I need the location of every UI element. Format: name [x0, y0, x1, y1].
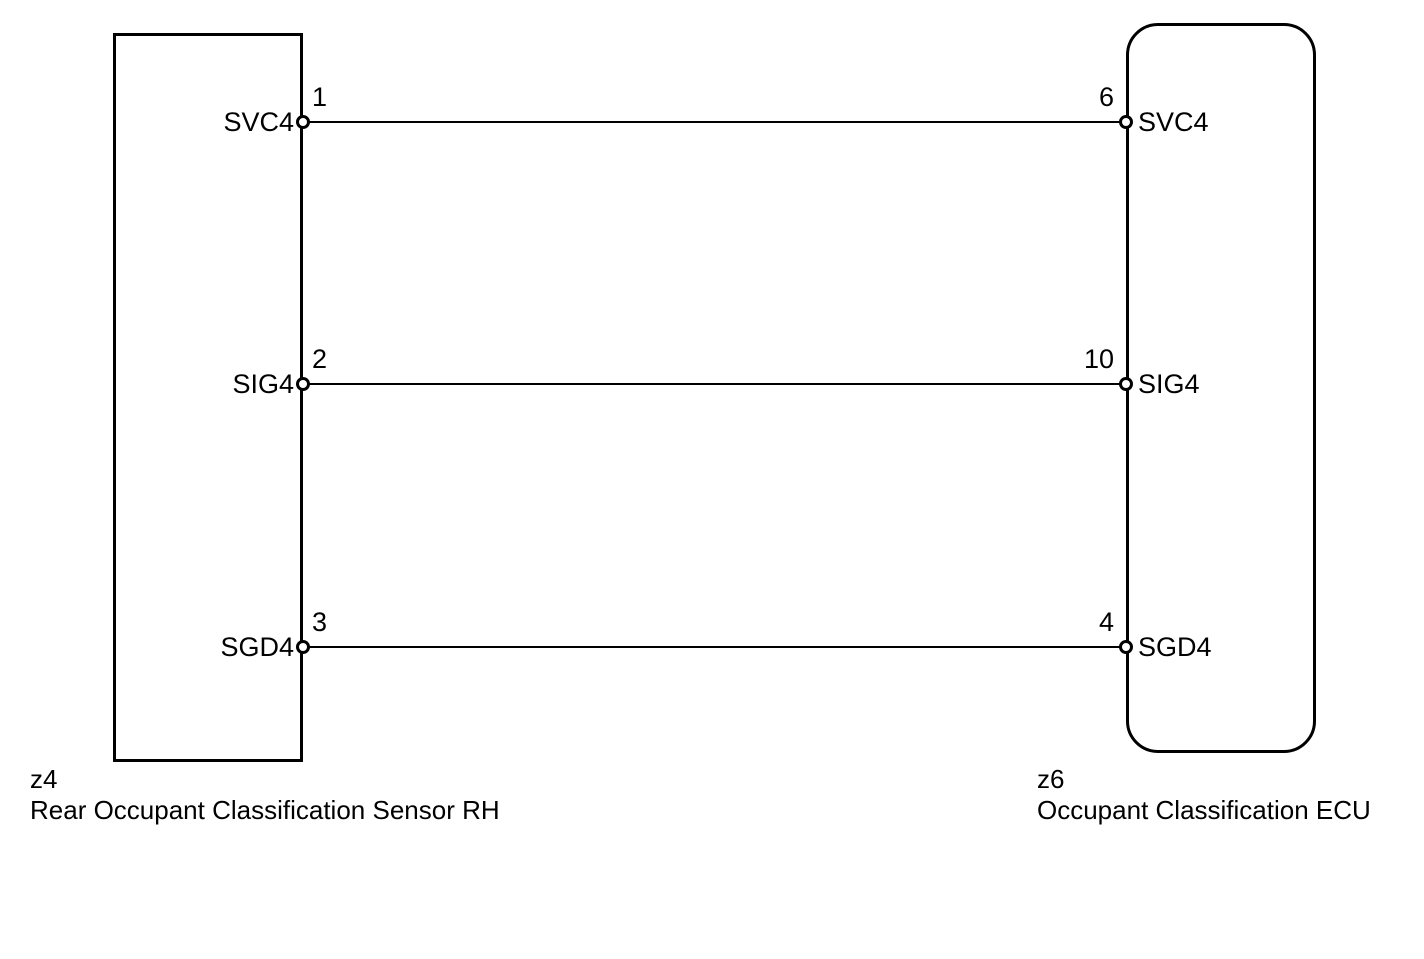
pin-signal-label: SGD4 — [1138, 632, 1212, 662]
terminal-pin-2 — [296, 377, 310, 391]
terminal-pin-4 — [1119, 640, 1133, 654]
ecu-code: z6 — [1037, 764, 1065, 794]
terminal-pin-3 — [296, 640, 310, 654]
sensor-caption: z4 Rear Occupant Classification Sensor R… — [30, 764, 500, 826]
wire-sgd4 — [303, 646, 1126, 648]
pin-signal-label: SIG4 — [1138, 369, 1200, 399]
pin-signal-label: SIG4 — [232, 369, 294, 399]
pin-number-label: 6 — [1098, 82, 1114, 112]
pin-number-label: 3 — [312, 607, 328, 637]
ecu-name: Occupant Classification ECU — [1037, 795, 1371, 825]
terminal-pin-6 — [1119, 115, 1133, 129]
pin-number-label: 10 — [1083, 344, 1114, 374]
ecu-caption: z6 Occupant Classification ECU — [1037, 764, 1371, 826]
pin-number-label: 1 — [312, 82, 328, 112]
sensor-name: Rear Occupant Classification Sensor RH — [30, 795, 500, 825]
pin-signal-label: SVC4 — [223, 107, 294, 137]
terminal-pin-1 — [296, 115, 310, 129]
terminal-pin-10 — [1119, 377, 1133, 391]
sensor-box-z4 — [113, 33, 303, 762]
wire-sig4 — [303, 383, 1126, 385]
pin-number-label: 4 — [1098, 607, 1114, 637]
pin-signal-label: SGD4 — [220, 632, 294, 662]
wire-svc4 — [303, 121, 1126, 123]
sensor-code: z4 — [30, 764, 58, 794]
pin-number-label: 2 — [312, 344, 328, 374]
pin-signal-label: SVC4 — [1138, 107, 1209, 137]
ecu-box-z6 — [1126, 23, 1316, 753]
